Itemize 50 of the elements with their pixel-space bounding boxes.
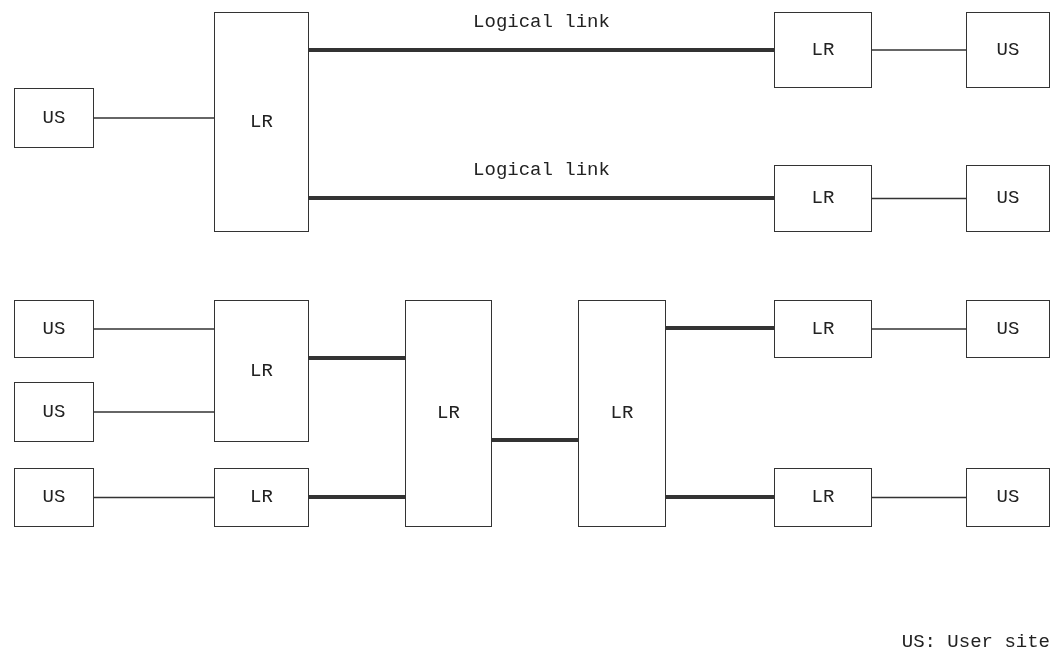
double-line-link <box>309 495 405 499</box>
double-line-link <box>309 48 774 52</box>
legend-note: US: User site <box>901 630 1050 655</box>
node-label: US <box>996 37 1020 63</box>
node-label: US <box>42 485 66 511</box>
node-label: LR <box>811 186 835 212</box>
double-line-link <box>309 356 405 360</box>
router-box <box>966 12 1050 88</box>
link-line <box>871 197 967 200</box>
double-line-link <box>666 495 774 499</box>
node-label: US <box>42 399 66 425</box>
router-box <box>14 382 94 442</box>
double-line-link <box>492 438 578 442</box>
node-label: US <box>996 186 1020 212</box>
double-line-link <box>309 196 774 200</box>
node-label: LR <box>250 485 273 511</box>
link-line <box>93 328 215 330</box>
link-line <box>93 496 215 499</box>
node-label: LR <box>811 316 835 342</box>
router-box <box>966 165 1050 232</box>
node-label: US <box>42 316 66 342</box>
link-line <box>871 49 967 51</box>
router-box <box>966 468 1050 527</box>
router-box <box>774 468 872 527</box>
router-box <box>774 12 872 88</box>
router-box <box>774 300 872 358</box>
router-box <box>405 300 492 527</box>
link-line <box>871 496 967 499</box>
link-line <box>871 328 967 330</box>
router-box <box>966 300 1050 358</box>
router-box <box>774 165 872 232</box>
router-box <box>214 468 309 527</box>
router-box <box>578 300 666 527</box>
link-line <box>93 117 215 119</box>
node-label: LR <box>811 485 835 511</box>
node-label: US <box>42 105 66 131</box>
router-box <box>14 468 94 527</box>
node-label: US <box>996 485 1020 511</box>
router-box <box>214 12 309 232</box>
link-line <box>93 411 215 413</box>
node-label: LR <box>250 109 273 135</box>
node-label: LR <box>250 358 273 384</box>
double-line-link <box>666 326 774 330</box>
node-label: US <box>996 316 1020 342</box>
node-label: LR <box>437 401 460 427</box>
node-label: LR <box>811 37 835 63</box>
router-box <box>14 300 94 358</box>
router-box <box>214 300 309 442</box>
router-box <box>14 88 94 148</box>
node-label: LR <box>610 401 634 427</box>
